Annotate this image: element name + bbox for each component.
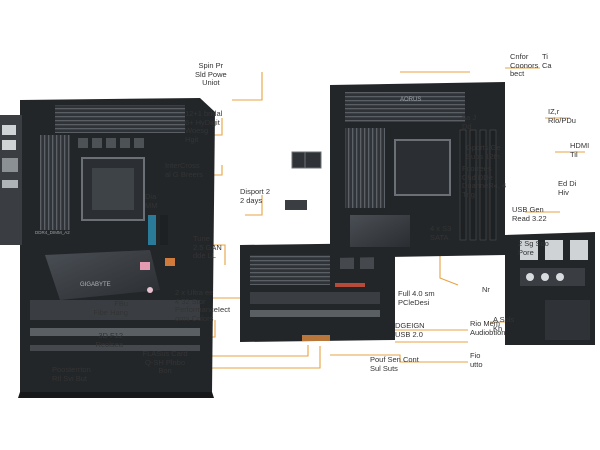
center-heatsink xyxy=(250,255,330,285)
right-heatsink-top xyxy=(345,92,465,122)
center-m2 xyxy=(250,292,380,304)
accent-pink xyxy=(140,262,150,270)
vrm-heatsink-top xyxy=(55,105,185,133)
board-left-logo: GIGABYTE xyxy=(80,282,111,288)
cpu-socket-plate xyxy=(92,168,134,210)
leader-spin-power xyxy=(232,72,263,101)
center-copper xyxy=(302,335,330,341)
board-far-right xyxy=(505,232,595,345)
audio-jack-3 xyxy=(556,273,564,281)
io-port-lan xyxy=(2,158,18,172)
io-port-usb-2 xyxy=(2,140,16,150)
accent-dot-1 xyxy=(147,287,153,293)
io-port-usb-1 xyxy=(2,125,16,135)
board-left-text: DDR4_DIMM_A2 xyxy=(35,230,70,235)
right-chipset xyxy=(350,215,410,247)
board-center xyxy=(240,243,395,342)
far-right-audio xyxy=(520,268,585,286)
accent-orange xyxy=(165,258,175,266)
center-chip-1 xyxy=(340,255,354,269)
right-heatsink-left xyxy=(345,128,385,208)
far-right-block xyxy=(545,300,590,340)
leader-flash xyxy=(190,345,309,357)
callout-nr: Nr xyxy=(482,285,490,294)
board-left: DDR4_DIMM_A2 GIGABYTE xyxy=(0,98,215,398)
far-right-ports-1 xyxy=(520,240,538,260)
chipset-heatsink-left xyxy=(45,250,160,300)
io-port-hdmi xyxy=(2,180,18,188)
right-dimm-slots xyxy=(459,129,497,241)
center-connector-red xyxy=(335,283,365,287)
far-right-ports-2 xyxy=(545,240,563,260)
audio-jack-2 xyxy=(541,273,549,281)
center-chip-2 xyxy=(360,255,374,269)
mini-chip-3 xyxy=(285,200,307,210)
dimm-slots-left xyxy=(148,215,168,245)
board-gaming-logo: AORUS xyxy=(400,97,422,103)
center-pcie xyxy=(250,310,380,317)
audio-jack-1 xyxy=(526,273,534,281)
vrm-heatsink-left xyxy=(40,135,70,230)
right-cpu-socket xyxy=(394,139,451,196)
pcie-slot-left-2 xyxy=(30,345,200,351)
vrm-chokes xyxy=(78,138,144,148)
leader-bottom-text xyxy=(330,354,468,363)
center-small-parts xyxy=(285,151,322,210)
m2-shield-left xyxy=(30,300,200,320)
pcie-slot-left xyxy=(30,328,200,336)
mini-chip-2 xyxy=(304,151,322,169)
board-right xyxy=(330,82,505,258)
board-left-edge xyxy=(18,392,214,398)
far-right-ports-3 xyxy=(570,240,588,260)
leader-displayport xyxy=(245,195,263,216)
